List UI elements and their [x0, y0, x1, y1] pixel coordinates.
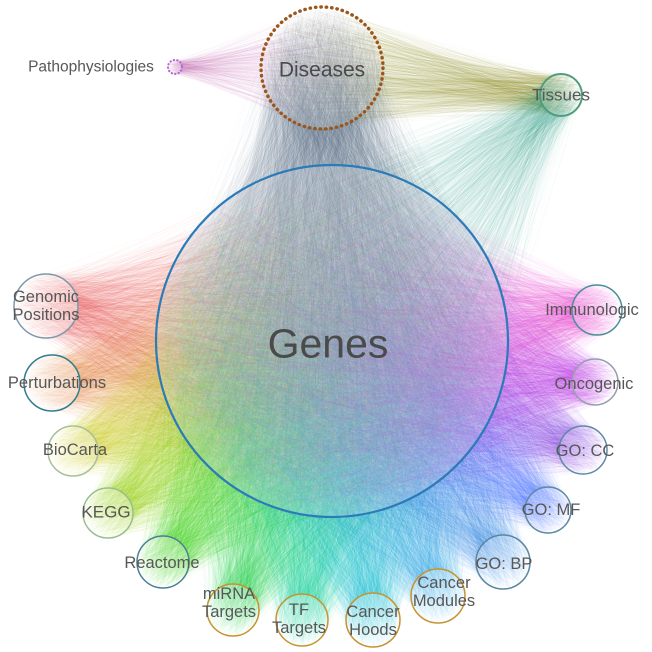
node-veil-reactome [137, 536, 189, 588]
edge-bundle-go_bp-genes [156, 165, 530, 589]
edge-bundle-diseases-genes [157, 7, 508, 517]
edge-bundle-cancer_hoods-genes [157, 165, 508, 647]
genes-disk-background [156, 165, 508, 517]
edge-bundle-diseases-tissues [263, 7, 582, 129]
node-tf_targets[interactable] [275, 593, 329, 647]
node-veil-diseases [261, 7, 383, 129]
node-go_mf[interactable] [524, 486, 572, 534]
edge-bundle-tissues-genes [155, 73, 582, 516]
node-veil-mirna_targets [207, 584, 259, 636]
node-veil-go_mf [525, 487, 571, 533]
node-mirna_targets[interactable] [206, 583, 260, 637]
node-veil-pathophysiologies [168, 60, 182, 74]
node-veil-tf_targets [276, 594, 328, 646]
edge-bundle-tf_targets-genes [156, 166, 505, 646]
node-veil-go_cc [559, 426, 607, 474]
node-kegg[interactable] [82, 487, 134, 539]
node-veil-immunologic [572, 285, 622, 335]
node-veil-genes [156, 165, 508, 517]
node-pathophysiologies[interactable] [166, 58, 184, 76]
edge-bundle-biocarta-genes [48, 165, 507, 515]
node-veil-perturbations [24, 355, 80, 411]
node-tissues[interactable] [539, 73, 583, 117]
node-oncogenic[interactable] [571, 358, 619, 406]
node-veil-biocarta [48, 426, 98, 476]
node-veil-kegg [83, 488, 133, 538]
edge-bundle-genomic_positions-genes [14, 167, 508, 517]
edge-bundle-pathophysiologies-diseases [167, 9, 382, 128]
edge-bundle-perturbations-genes [24, 167, 508, 517]
node-immunologic[interactable] [571, 284, 623, 336]
node-veil-genomic_positions [14, 274, 78, 338]
node-veil-tissues [540, 74, 582, 116]
node-veil-go_bp [476, 535, 530, 589]
edge-bundle-cancer_modules-genes [156, 167, 507, 623]
node-veil-oncogenic [572, 359, 618, 405]
node-biocarta[interactable] [47, 425, 99, 477]
node-genomic_positions[interactable] [13, 273, 79, 339]
node-go_bp[interactable] [475, 534, 531, 590]
node-genes[interactable] [154, 163, 510, 519]
edge-bundle-immunologic-genes [157, 167, 623, 516]
node-diseases[interactable] [259, 5, 385, 131]
node-cancer_hoods[interactable] [345, 592, 401, 648]
node-veil-cancer_hoods [346, 593, 400, 647]
edge-bundle-oncogenic-genes [157, 165, 618, 514]
node-reactome[interactable] [136, 535, 190, 589]
edge-bundle-kegg-genes [82, 166, 508, 538]
edge-bundle-go_cc-genes [157, 166, 607, 517]
node-go_cc[interactable] [558, 425, 608, 475]
node-cancer_modules[interactable] [410, 568, 466, 624]
edge-bundle-mirna_targets-genes [157, 166, 506, 636]
node-perturbations[interactable] [23, 354, 81, 412]
node-veil-cancer_modules [411, 569, 465, 623]
edge-bundle-reactome-genes [137, 168, 506, 588]
